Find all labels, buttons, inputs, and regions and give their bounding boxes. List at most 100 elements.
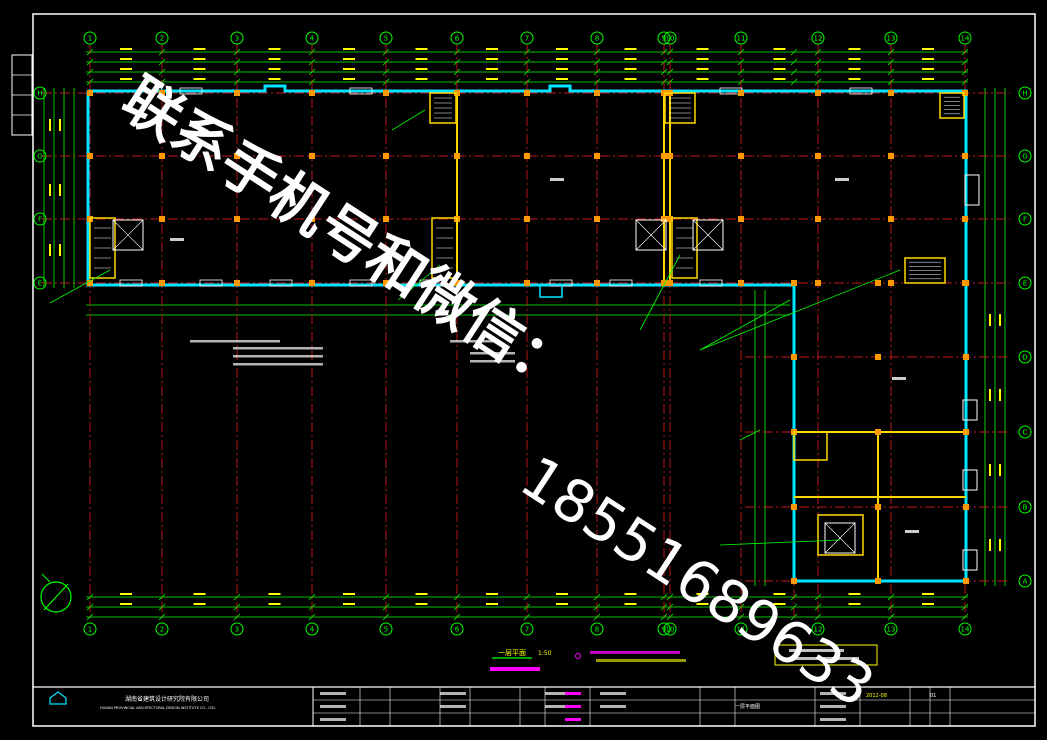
dim-value [486, 48, 498, 50]
axis-label: 5 [384, 626, 388, 634]
dim-value [343, 603, 355, 605]
axis-bubble [958, 31, 972, 45]
axis-label: 2 [160, 35, 164, 43]
column [383, 216, 389, 222]
dim-value [486, 593, 498, 595]
axis-bubble [734, 622, 748, 636]
axis-label: 12 [814, 35, 823, 43]
door [962, 549, 978, 571]
dim-value [49, 119, 51, 131]
axis-bubble [1018, 350, 1032, 364]
note-text [233, 363, 323, 366]
elevator-cross [635, 219, 667, 251]
dim-value [59, 119, 61, 131]
title-block-text [545, 692, 571, 695]
column [815, 280, 821, 286]
axis-bubble [33, 276, 47, 290]
dim-value [268, 78, 281, 80]
dim-value [343, 593, 355, 595]
dim-value [696, 603, 709, 605]
column [875, 280, 881, 286]
dim-value [848, 603, 861, 605]
axis-bubble [1018, 276, 1032, 290]
dim-value [415, 603, 428, 605]
axis-bubble [958, 622, 972, 636]
column [963, 429, 969, 435]
dim-value [268, 68, 281, 70]
elevator-cross [692, 219, 724, 251]
note-text [233, 347, 323, 350]
door [962, 399, 978, 421]
column [159, 153, 165, 159]
column [661, 90, 667, 96]
door [962, 469, 978, 491]
vertical-axis-lines [89, 44, 966, 620]
axis-label: 6 [455, 626, 460, 634]
title-block-mark [565, 705, 581, 708]
axis-bubble [83, 622, 97, 636]
column [383, 280, 389, 286]
dim-value [848, 58, 861, 60]
stair-room [429, 92, 457, 124]
title-block-text [820, 718, 846, 721]
column [87, 90, 93, 96]
door [964, 174, 980, 206]
dim-value [415, 48, 428, 50]
stair-room [664, 92, 696, 124]
dim-value [773, 78, 786, 80]
axis-bubble [83, 31, 97, 45]
axis-bubble [230, 622, 244, 636]
column [791, 354, 797, 360]
sheet-number: 01 [930, 693, 936, 699]
window [199, 279, 223, 287]
axis-label: 11 [737, 35, 746, 43]
axis-label: G [1022, 153, 1027, 161]
dim-value [193, 78, 206, 80]
dim-value [696, 58, 709, 60]
axis-bubble [155, 622, 169, 636]
dim-value [624, 68, 637, 70]
note-text [190, 340, 280, 343]
stair-room [431, 217, 458, 279]
window [699, 279, 723, 287]
dim-value [922, 593, 934, 595]
column [963, 354, 969, 360]
elevator-shaft [635, 219, 667, 251]
axis-label: 14 [961, 626, 970, 634]
dim-tick [790, 68, 798, 76]
column [524, 216, 530, 222]
column [962, 90, 968, 96]
axis-label: C [1023, 429, 1028, 437]
leader-line [639, 254, 681, 331]
column [661, 216, 667, 222]
axis-bubble [884, 31, 898, 45]
dim-value [120, 593, 132, 595]
dim-value [922, 58, 934, 60]
axis-bubble [1018, 149, 1032, 163]
dim-value [696, 48, 709, 50]
room-label [905, 530, 919, 533]
elevator-shaft [824, 522, 856, 554]
dim-value [343, 68, 355, 70]
note-text [233, 355, 323, 358]
column [524, 280, 530, 286]
axis-bubble [811, 622, 825, 636]
column [888, 153, 894, 159]
axis-label: 11 [737, 626, 746, 634]
axis-label: 5 [384, 35, 388, 43]
axis-label: 10 [666, 626, 675, 634]
column [791, 504, 797, 510]
plan-title: 一层平面 [498, 649, 526, 657]
column [962, 216, 968, 222]
axis-bubble [590, 31, 604, 45]
dim-value [624, 603, 637, 605]
axis-label: 3 [235, 626, 239, 634]
axis-label: E [1023, 280, 1027, 288]
leader-line [699, 299, 791, 351]
title-block: 湖南省建筑设计研究院有限公司 HUNAN PROVINCIAL ARCHITEC… [33, 686, 1035, 726]
dim-value [193, 603, 206, 605]
axis-label: 13 [887, 35, 896, 43]
dim-value [696, 68, 709, 70]
axis-label: 10 [666, 35, 675, 43]
